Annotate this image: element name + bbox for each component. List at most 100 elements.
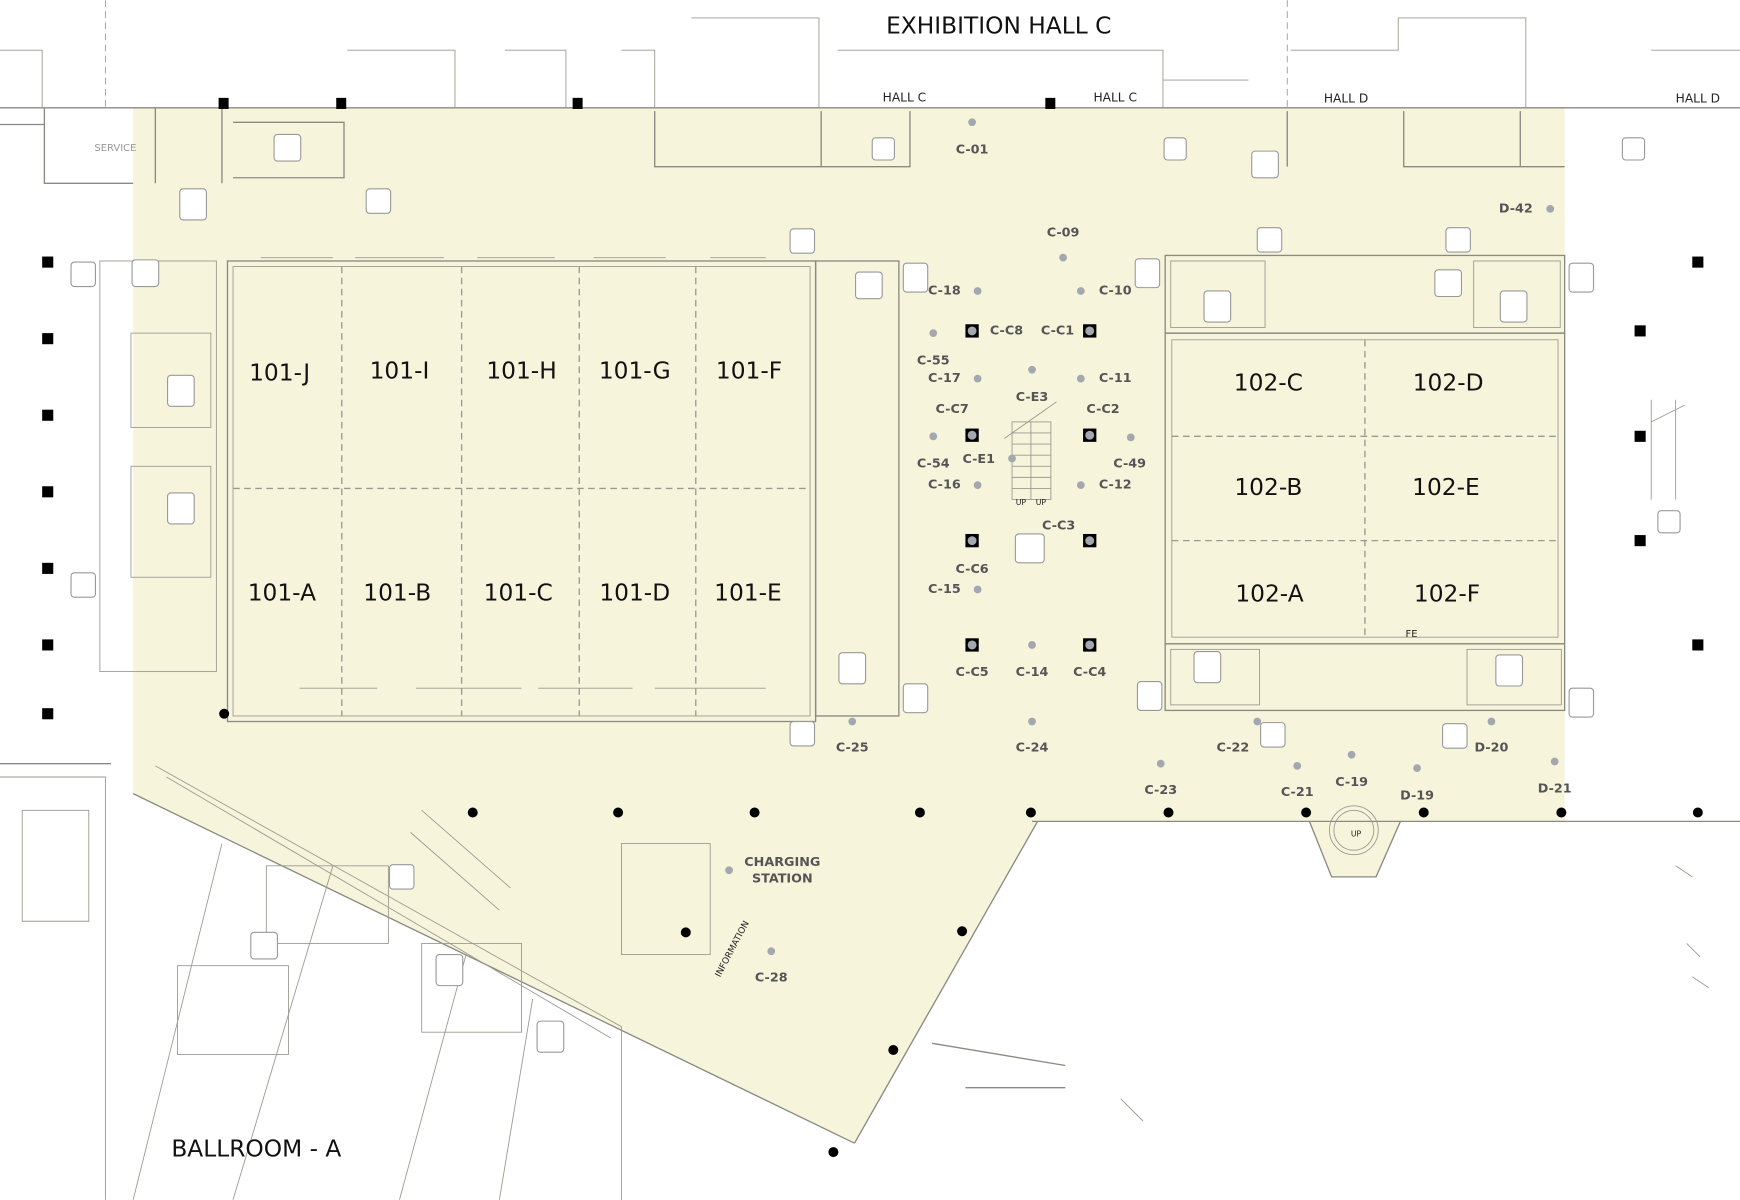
location-label: C-E1 — [962, 452, 995, 467]
location-label: D-21 — [1538, 782, 1572, 797]
columns — [42, 97, 1704, 1158]
location-label: C-14 — [1016, 665, 1049, 680]
room-101-i: 101-I — [370, 357, 430, 384]
location-label: C-E3 — [1016, 390, 1049, 405]
location-label: C-23 — [1144, 783, 1177, 798]
escalator-icon — [1014, 533, 1045, 564]
phone-icon — [902, 683, 929, 714]
women-restroom-icon — [838, 652, 867, 685]
men-restroom-icon — [1203, 290, 1232, 323]
room-102-a: 102-A — [1235, 581, 1303, 608]
escalator-icon — [1657, 510, 1681, 534]
elevator-icon — [250, 931, 278, 960]
location-label: C-22 — [1217, 741, 1250, 756]
location-label: C-09 — [1047, 226, 1080, 241]
family-restroom-icon — [179, 188, 207, 221]
room-101-d: 101-D — [599, 579, 670, 606]
room-101-f: 101-F — [716, 357, 782, 384]
room-101-b: 101-B — [363, 579, 431, 606]
fire-extinguisher-label: FE — [1406, 629, 1418, 640]
up-label: UP — [1351, 830, 1362, 839]
location-label: C-C4 — [1073, 665, 1106, 680]
exhibition-hall-c-label: EXHIBITION HALL C — [886, 12, 1111, 39]
charging-station-label: CHARGING — [744, 855, 820, 870]
room-101-a: 101-A — [248, 579, 316, 606]
location-label: C-54 — [917, 457, 950, 472]
room-102-c: 102-C — [1234, 370, 1303, 397]
location-label: C-16 — [928, 478, 961, 493]
location-label: C-18 — [928, 283, 961, 298]
phone-icon — [1136, 681, 1163, 711]
escalator-icon — [1621, 137, 1646, 161]
location-label: C-C3 — [1042, 519, 1075, 534]
men-restroom-icon — [1495, 654, 1524, 687]
location-label: C-55 — [917, 353, 950, 368]
room-101-h: 101-H — [486, 357, 556, 384]
women-restroom-icon — [536, 1020, 565, 1053]
phone-icon — [902, 262, 929, 293]
room-102-d: 102-D — [1413, 370, 1484, 397]
location-label: C-28 — [755, 970, 788, 985]
water-fountain-icon — [388, 864, 415, 890]
location-labels: C-01 D-42 C-09 C-18 C-10 C-C8 C-C1 C-55 … — [755, 143, 1572, 986]
water-fountain-icon — [1445, 227, 1471, 253]
ballroom-a-label: BALLROOM - A — [171, 1135, 341, 1162]
room-102-b: 102-B — [1234, 474, 1302, 501]
room-101-j: 101-J — [249, 360, 310, 387]
location-label: C-49 — [1113, 457, 1146, 472]
water-fountain-icon — [1442, 723, 1468, 749]
restroom-icons — [167, 188, 1528, 1053]
location-label: C-24 — [1016, 741, 1049, 756]
location-label: C-C6 — [956, 562, 989, 577]
women-restroom-icon — [1499, 290, 1528, 323]
elevator-icon — [1251, 150, 1279, 179]
men-restroom-icon — [435, 953, 464, 987]
women-restroom-icon — [1193, 651, 1222, 684]
service-label: SERVICE — [94, 143, 136, 154]
escalator-icon — [1163, 137, 1187, 161]
water-fountain-icon — [789, 228, 816, 254]
up-label: UP — [1016, 498, 1027, 507]
location-label: C-C2 — [1086, 402, 1119, 417]
hall-c-label: HALL C — [1094, 90, 1137, 104]
location-label: C-C5 — [956, 665, 989, 680]
charging-station-label: STATION — [752, 872, 813, 887]
elevator-icon — [1434, 269, 1463, 298]
location-label: D-20 — [1474, 741, 1508, 756]
location-label: C-12 — [1099, 478, 1132, 493]
room-101-c: 101-C — [484, 579, 553, 606]
amenity-icons — [70, 133, 1681, 960]
location-label: C-25 — [836, 741, 869, 756]
elevator-icon — [131, 259, 160, 288]
room-101-g: 101-G — [599, 357, 671, 384]
room-labels: 101-J 101-I 101-H 101-G 101-F 101-A 101-… — [248, 357, 1484, 607]
women-restroom-icon — [167, 492, 195, 525]
rooms-102-block — [1164, 111, 1566, 712]
location-label: C-01 — [956, 143, 989, 158]
water-fountain-icon — [789, 720, 816, 747]
location-label: D-19 — [1400, 788, 1434, 803]
water-fountain-icon — [1260, 722, 1286, 748]
room-102-e: 102-E — [1412, 474, 1480, 501]
water-fountain-icon — [1256, 227, 1283, 253]
location-label: D-42 — [1499, 201, 1533, 216]
water-fountain-icon — [70, 261, 96, 288]
hall-d-label: HALL D — [1324, 91, 1368, 105]
room-102-f: 102-F — [1414, 581, 1480, 608]
phone-icon — [1568, 262, 1595, 293]
water-fountain-icon — [365, 188, 392, 214]
location-label: C-C1 — [1041, 323, 1074, 338]
location-label: C-10 — [1099, 283, 1132, 298]
location-label: C-19 — [1335, 775, 1368, 790]
elevator-icon — [273, 133, 302, 162]
concourse-area — [133, 107, 1565, 1144]
room-101-e: 101-E — [714, 579, 782, 606]
location-label: C-11 — [1099, 371, 1132, 386]
location-label: C-C7 — [936, 402, 969, 417]
phone-icon — [1568, 687, 1595, 718]
location-label: C-15 — [928, 582, 961, 597]
hall-d-label: HALL D — [1676, 91, 1720, 105]
men-restroom-icon — [167, 374, 195, 407]
